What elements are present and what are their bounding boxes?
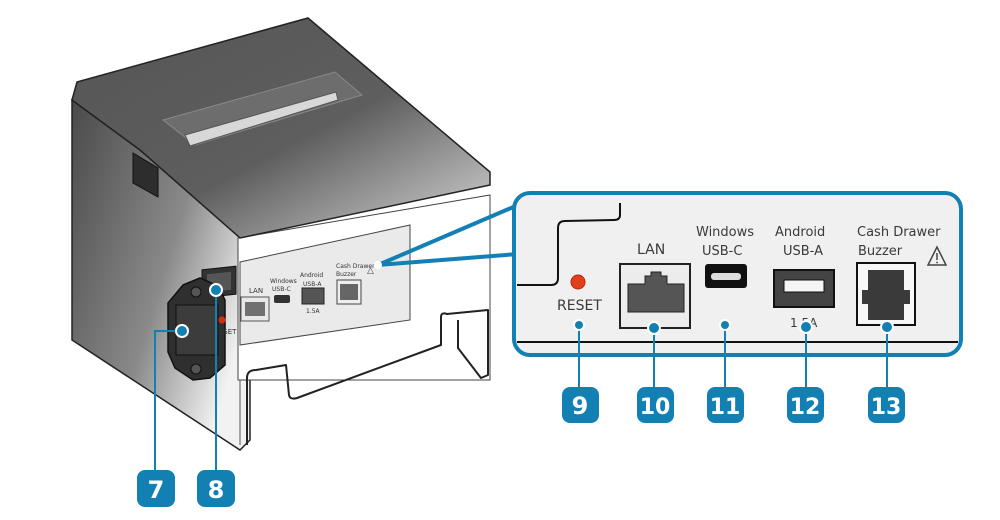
device-reset-label: RESET — [214, 328, 237, 336]
lan-port-socket — [627, 271, 685, 313]
badge-7-label: 7 — [148, 476, 165, 504]
badge-13-label: 13 — [871, 395, 902, 420]
screw-icon — [190, 363, 202, 375]
leader-dot — [719, 319, 731, 331]
badge-10: 10 — [637, 387, 674, 423]
leader-lines — [154, 290, 888, 475]
device-drawer-label-2: Buzzer — [336, 271, 357, 278]
rear-connector-panel — [239, 224, 411, 346]
badge-9: 9 — [562, 387, 599, 423]
usbc-port-tongue — [711, 273, 741, 280]
side-vent — [132, 152, 159, 198]
device-reset-button[interactable] — [218, 316, 226, 324]
badge-8: 8 — [197, 470, 235, 507]
reset-label: RESET — [557, 298, 602, 314]
printer-stand — [246, 309, 489, 445]
badge-9-label: 9 — [572, 392, 589, 420]
reset-button[interactable] — [570, 274, 586, 290]
badge-8-label: 8 — [208, 476, 225, 504]
device-usba-label-1: Android — [300, 272, 323, 279]
usbc-label-2: USB-C — [702, 244, 742, 259]
badge-13: 13 — [868, 387, 905, 423]
printer-top-lid — [71, 17, 491, 239]
badge-12: 12 — [787, 387, 824, 423]
device-lan-port-inner — [245, 302, 265, 316]
drawer-label-2: Buzzer — [858, 244, 903, 259]
callout-pointer — [374, 203, 519, 269]
badge-12-label: 12 — [790, 395, 821, 420]
panel-recess-outline — [517, 203, 621, 286]
usba-label-2: USB-A — [783, 244, 823, 259]
device-usba-current: 1.5A — [306, 308, 321, 315]
drawer-port-socket — [862, 270, 910, 320]
device-drawer-label-1: Cash Drawer — [336, 263, 375, 270]
drawer-label-1: Cash Drawer — [857, 225, 941, 240]
lan-label: LAN — [637, 242, 665, 258]
leader-dot — [175, 324, 189, 338]
badge-11: 11 — [707, 387, 744, 423]
device-usba-label-2: USB-A — [303, 281, 322, 288]
leader-dot — [209, 283, 223, 297]
leader-dot — [799, 320, 813, 334]
badge-7: 7 — [137, 470, 175, 507]
device-drawer-port-inner — [340, 284, 358, 300]
paper-slot-blade — [184, 91, 339, 147]
usba-label-1: Android — [775, 225, 825, 240]
badge-10-label: 10 — [640, 395, 671, 420]
leader-dot — [573, 319, 585, 331]
device-usba-port[interactable] — [301, 287, 325, 305]
usba-port-tongue — [783, 279, 825, 293]
device-warning-icon: △ — [367, 266, 374, 276]
pointer-anchor — [374, 261, 382, 269]
badge-11-label: 11 — [710, 395, 741, 420]
device-usbc-label-1: Windows — [270, 278, 297, 285]
screw-icon — [190, 286, 202, 298]
leader-dot — [880, 320, 894, 334]
warning-triangle-icon — [926, 245, 948, 266]
callout-panel: RESET LAN Windows USB-C Android USB-A 1.… — [512, 191, 963, 357]
device-usbc-port[interactable] — [274, 295, 290, 303]
device-lan-label: LAN — [249, 287, 263, 295]
leader-dots — [175, 283, 894, 338]
printer-body: RESET LAN Windows USB-C Android USB-A 1.… — [71, 17, 491, 451]
leader-dot — [647, 321, 661, 335]
usbc-label-1: Windows — [696, 225, 754, 240]
device-usbc-label-2: USB-C — [272, 286, 291, 293]
